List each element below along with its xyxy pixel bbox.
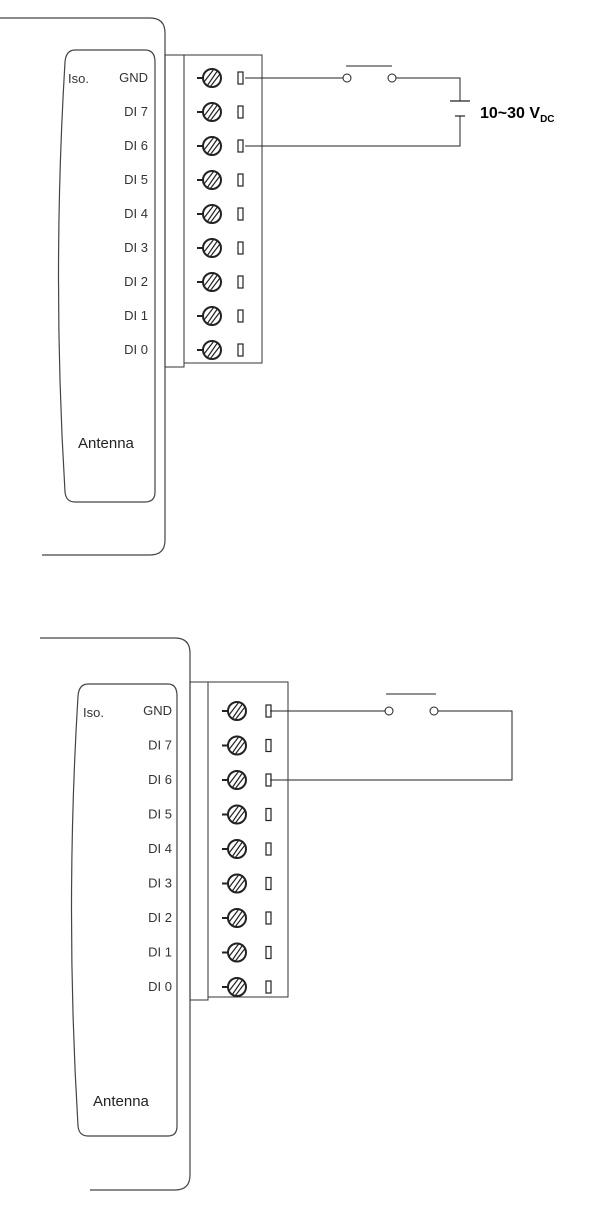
terminal-screw-icon [222,771,246,789]
pin-label: DI 2 [124,274,148,289]
terminal-contact-icon [238,140,243,152]
antenna-label: Antenna [93,1093,150,1110]
diagram-2-dry-contact: Iso. Antenna GND DI 7 DI 6 DI 5 DI 4 DI 3 DI 2… [40,638,512,1190]
wire-gnd-to-battery [392,78,460,101]
pin-label: DI 3 [148,876,172,891]
wire-gnd-return [270,711,512,780]
terminal-screw-icon [222,944,246,962]
pin-label: GND [119,70,148,85]
terminal-contact-icon [266,878,271,890]
terminal-contact-icon [238,310,243,322]
terminal-contact-icon [266,981,271,993]
terminal-screw-icon [222,875,246,893]
terminal-screw-icon [197,137,221,155]
diagram-1-dry-contact-with-power: Iso. Antenna GND DI 7 DI 6 DI 5 DI 4 DI 3 DI 2… [0,18,555,555]
pin-label: DI 4 [148,841,172,856]
pin-row-di6: DI 6 [148,771,271,789]
terminal-block [208,682,288,997]
iso-label: Iso. [83,705,104,720]
antenna-label: Antenna [78,435,135,452]
pin-row-di7: DI 7 [148,737,271,755]
terminal-screw-icon [197,307,221,325]
iso-label: Iso. [68,71,89,86]
terminal-screw-icon [222,840,246,858]
terminal-contact-icon [238,106,243,118]
pin-label: DI 0 [148,979,172,994]
pin-row-gnd: GND [143,702,271,720]
terminal-screw-icon [197,239,221,257]
pin-label: DI 5 [148,807,172,822]
terminal-contact-icon [238,276,243,288]
pin-label: DI 7 [148,738,172,753]
pin-label: DI 5 [124,172,148,187]
terminal-block [184,55,262,363]
pin-row-di4: DI 4 [148,840,271,858]
pin-row-di1: DI 1 [148,944,271,962]
pin-label: DI 7 [124,104,148,119]
switch-icon [343,66,396,82]
terminal-screw-icon [222,909,246,927]
terminal-screw-icon [197,69,221,87]
pin-label: DI 1 [148,945,172,960]
terminal-screw-icon [222,702,246,720]
terminal-contact-icon [238,208,243,220]
pin-label: DI 4 [124,206,148,221]
pin-list: GND DI 7 DI 6 DI 5 DI 4 DI 3 DI 2 DI 1 DI 0 [143,702,271,996]
pin-label: DI 1 [124,308,148,323]
battery-icon [450,101,470,116]
terminal-contact-icon [238,344,243,356]
pin-list: GND DI 7 DI 6 DI 5 DI 4 DI 3 DI 2 DI 1 DI 0 [119,69,243,359]
pin-row-di0: DI 0 [148,978,271,996]
terminal-contact-icon [266,843,271,855]
pin-row-di2: DI 2 [148,909,271,927]
wire-di6-to-battery [245,116,460,146]
terminal-screw-icon [222,978,246,996]
pin-label: DI 0 [124,342,148,357]
terminal-contact-icon [238,174,243,186]
terminal-screw-icon [197,171,221,189]
pin-label: DI 6 [148,772,172,787]
switch-icon [385,694,438,715]
terminal-contact-icon [266,912,271,924]
pin-row-di3: DI 3 [148,875,271,893]
terminal-contact-icon [238,242,243,254]
pin-row-gnd: GND [119,69,243,87]
terminal-contact-icon [238,72,243,84]
terminal-contact-icon [266,809,271,821]
pin-label: GND [143,703,172,718]
terminal-block-base [190,682,208,1000]
terminal-screw-icon [222,737,246,755]
pin-row-di5: DI 5 [148,806,271,824]
terminal-screw-icon [197,273,221,291]
terminal-screw-icon [197,205,221,223]
terminal-screw-icon [197,341,221,359]
terminal-block-base [165,55,184,367]
pin-label: DI 6 [124,138,148,153]
terminal-contact-icon [266,947,271,959]
pin-label: DI 3 [124,240,148,255]
terminal-screw-icon [197,103,221,121]
terminal-screw-icon [222,806,246,824]
power-source-label: 10~30 VDC [480,105,555,125]
terminal-contact-icon [266,740,271,752]
pin-label: DI 2 [148,910,172,925]
